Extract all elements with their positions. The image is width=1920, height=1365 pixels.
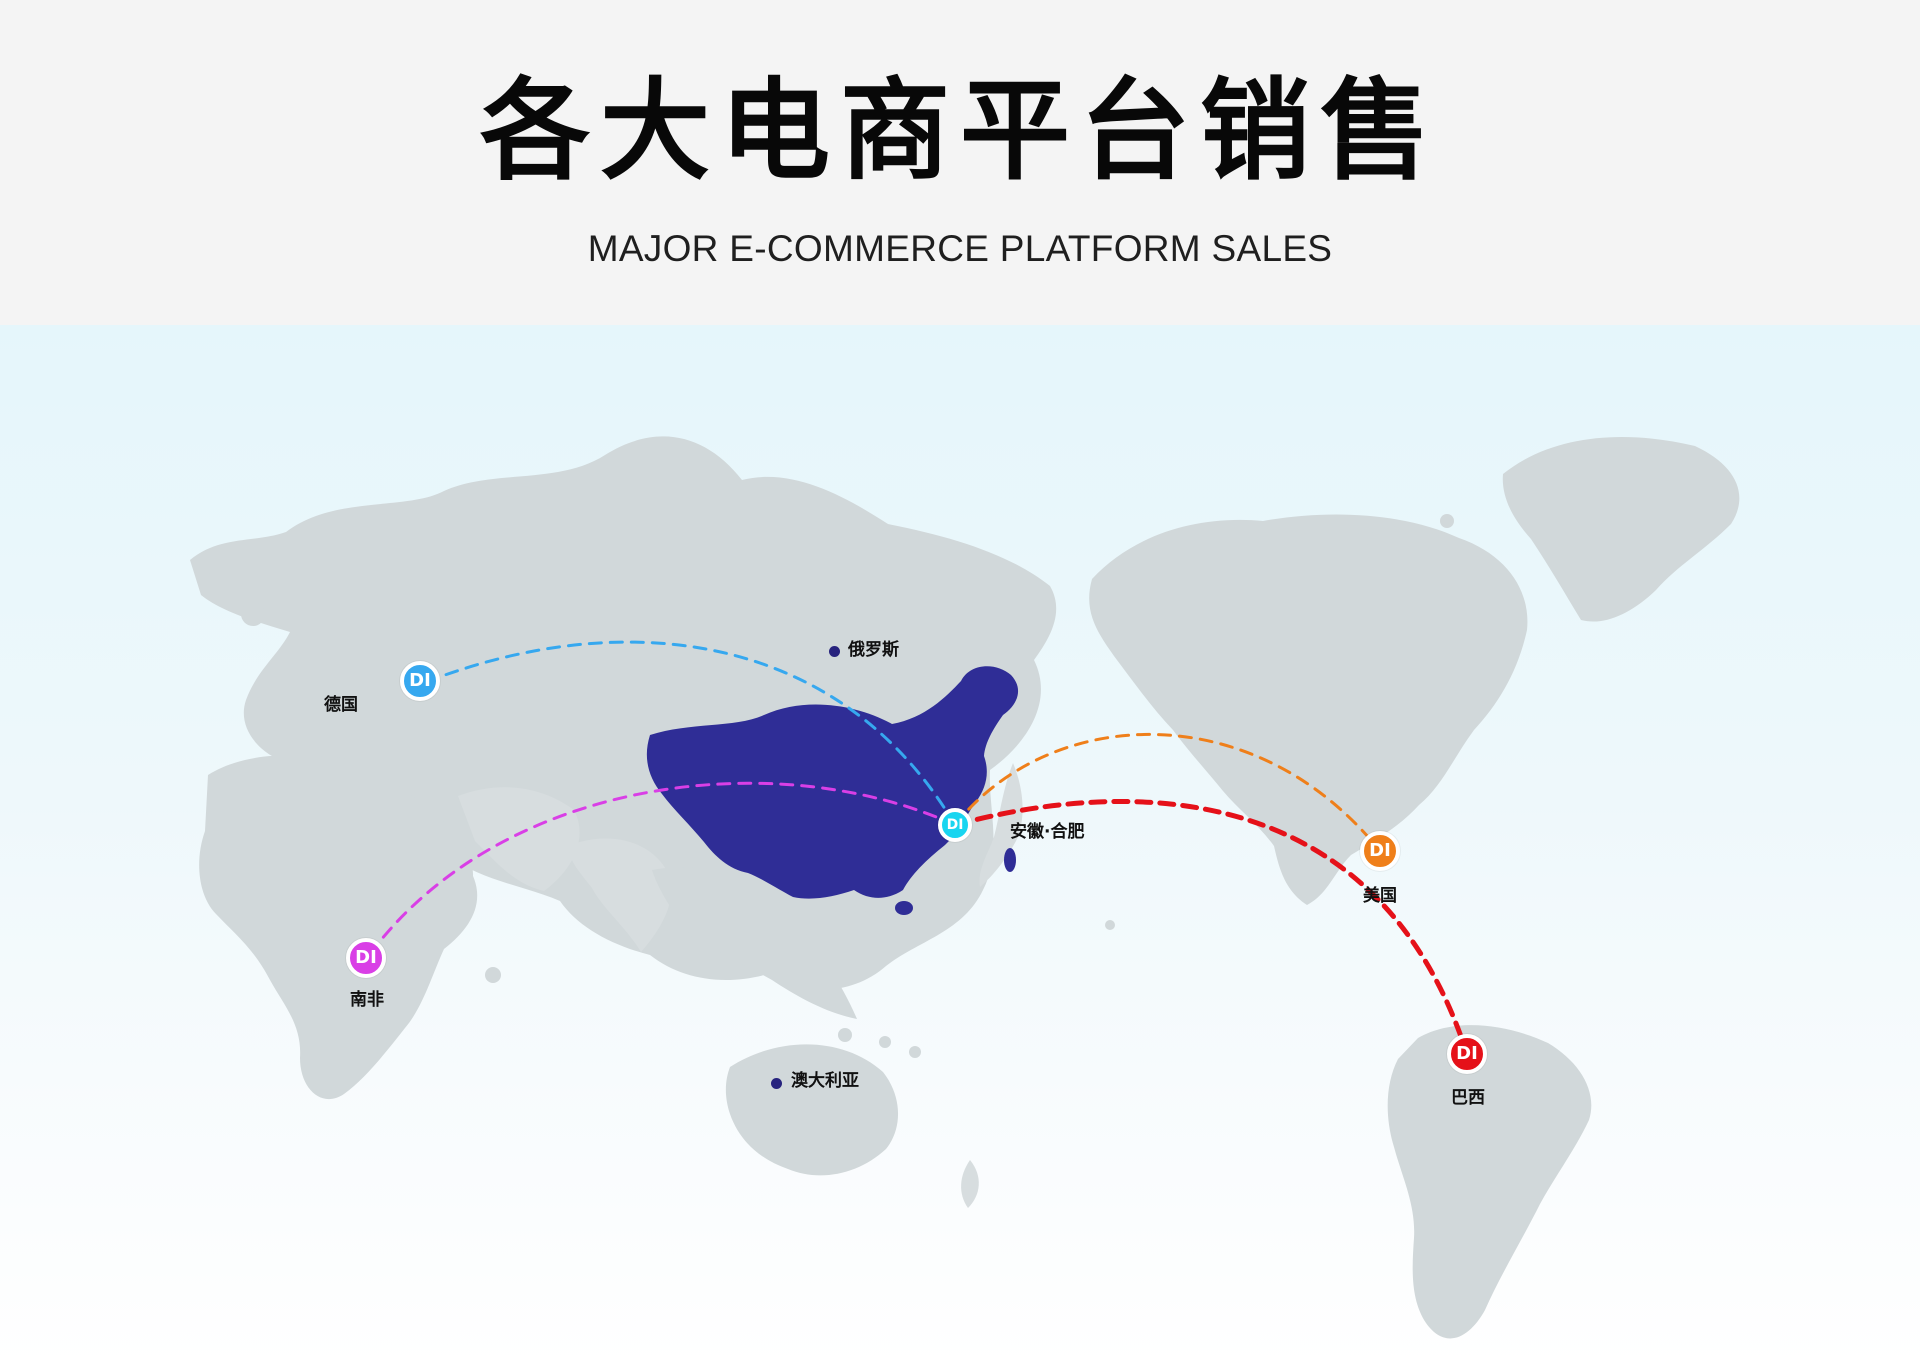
hefei-label: 安徽·合肥	[1010, 822, 1085, 842]
australia-label: 澳大利亚	[791, 1071, 859, 1091]
usa-marker: DI	[1360, 831, 1400, 871]
arctic-island	[1321, 544, 1339, 562]
arctic-island	[1394, 522, 1410, 538]
australia-landmass	[725, 1044, 899, 1176]
page-title: 各大电商平台销售	[480, 67, 1440, 195]
russia-label-dot	[829, 646, 840, 657]
page-subtitle: MAJOR E-COMMERCE PLATFORM SALES	[587, 228, 1333, 269]
africa-landmass	[199, 755, 478, 1100]
southeast-asia-landmass	[652, 867, 857, 1019]
pacific-island	[1105, 920, 1115, 930]
hainan-island	[895, 901, 913, 915]
arctic-island	[1358, 529, 1374, 545]
arctic-island	[1440, 514, 1454, 528]
route-to-south-africa	[365, 781, 957, 960]
germany-label: 德国	[324, 695, 358, 715]
south-africa-marker: DI	[346, 938, 386, 978]
brazil-marker: DI	[1447, 1034, 1487, 1074]
usa-marker-text: DI	[1369, 840, 1391, 861]
south-africa-label: 南非	[350, 990, 384, 1010]
taiwan-island	[1004, 848, 1016, 872]
route-to-brazil	[952, 799, 1470, 1057]
route-to-usa	[953, 733, 1382, 853]
usa-label: 美国	[1363, 886, 1397, 906]
route-lines	[365, 640, 1470, 1057]
world-sales-map: 俄罗斯 澳大利亚 DI 安徽·合肥 DI 德国 DI 南非 DI 美国 DI 巴…	[0, 325, 1920, 1365]
greenland-landmass	[1502, 436, 1740, 622]
madagascar-island	[485, 967, 501, 983]
pacific-island	[879, 1036, 891, 1048]
brazil-marker-text: DI	[1456, 1043, 1478, 1064]
pacific-island	[838, 1028, 852, 1042]
hefei-marker: DI	[938, 808, 972, 842]
header-section: 各大电商平台销售 MAJOR E-COMMERCE PLATFORM SALES	[0, 0, 1920, 325]
iceland-island	[195, 555, 215, 575]
india-landmass	[569, 838, 672, 952]
germany-marker: DI	[400, 661, 440, 701]
south-africa-marker-text: DI	[355, 947, 377, 968]
japan-island	[979, 763, 1023, 887]
small-islands	[195, 514, 1454, 1058]
brazil-label: 巴西	[1451, 1088, 1485, 1108]
pacific-island	[909, 1046, 921, 1058]
australia-label-dot	[771, 1078, 782, 1089]
arabia-landmass	[458, 787, 580, 891]
russia-label: 俄罗斯	[848, 640, 899, 660]
hefei-marker-text: DI	[946, 817, 964, 833]
world-map-graphic	[190, 436, 1740, 1339]
north-america-landmass	[1089, 514, 1528, 905]
route-to-germany	[419, 640, 957, 827]
new-zealand-island	[961, 1160, 979, 1208]
germany-marker-text: DI	[409, 670, 431, 691]
britain-island	[241, 602, 265, 626]
south-america-landmass	[1387, 1025, 1592, 1339]
china-highlight	[646, 666, 1019, 899]
world-land-layer	[190, 436, 1740, 1339]
